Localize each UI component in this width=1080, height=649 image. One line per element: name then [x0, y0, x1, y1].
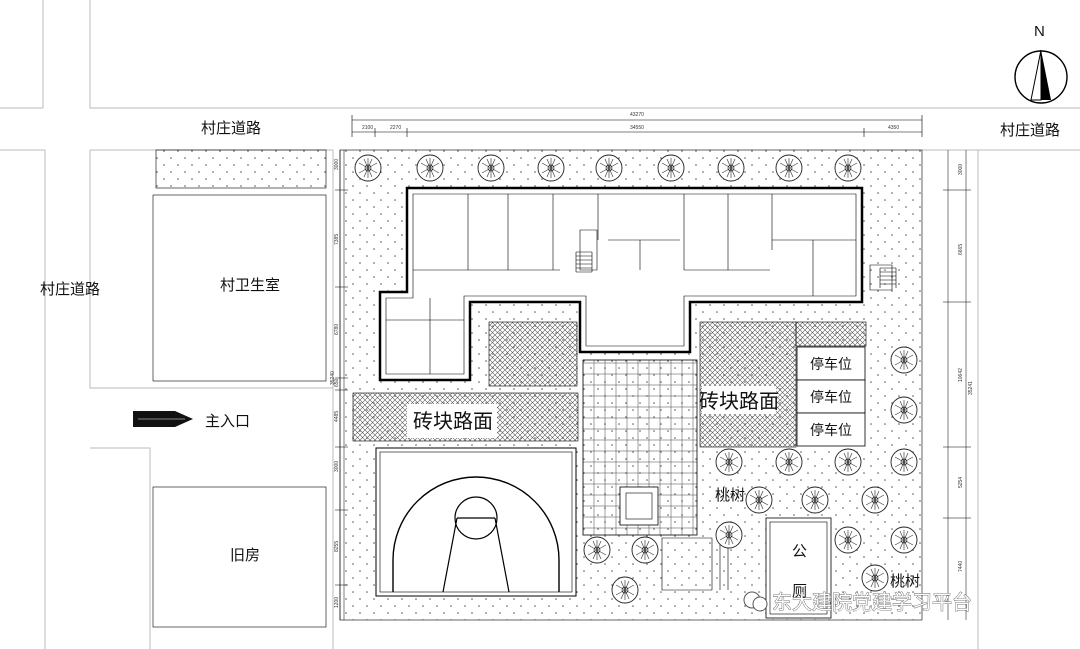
brick-paving-upper-left — [488, 321, 578, 387]
parking-slot-2 — [796, 379, 866, 414]
tree — [657, 154, 685, 182]
parking-slot-3 — [796, 412, 866, 447]
brick-paving-label-bg-2 — [702, 386, 776, 414]
brick-paving-label-west: 砖块路面 — [413, 410, 493, 433]
public-toilet-inner — [769, 521, 828, 615]
dim-right-1: 3000 — [958, 164, 964, 175]
tree — [775, 154, 803, 182]
old-house-building — [152, 486, 327, 628]
tree — [834, 526, 862, 554]
plaza-feature-inner — [625, 492, 653, 520]
clinic-label: 村卫生室 — [220, 277, 280, 294]
dimension-lines — [335, 115, 971, 620]
tree — [611, 576, 639, 604]
dim-segment-4: 4350 — [888, 125, 899, 131]
toilet-label-1: 公 — [792, 543, 807, 560]
stair-left — [575, 251, 593, 273]
peach-tree-label-2: 桃树 — [890, 573, 920, 590]
tree — [801, 486, 829, 514]
watermark-text: 东大建院党建学习平台 — [772, 591, 972, 614]
dim-right-3: 10642 — [958, 368, 964, 382]
brick-paving-east — [699, 321, 797, 448]
tree — [595, 154, 623, 182]
plaza-feature — [619, 486, 659, 526]
tree — [890, 448, 918, 476]
road-label-left: 村庄道路 — [40, 280, 100, 298]
tree — [745, 486, 773, 514]
dim-left-8: 1200 — [334, 597, 340, 608]
dim-segment-3: 34550 — [630, 125, 644, 131]
road-label-top-right: 村庄道路 — [1000, 121, 1060, 139]
dim-left-7: 8255 — [334, 541, 340, 552]
parking-label-3: 停车位 — [810, 422, 852, 438]
dim-left-5: 4485 — [334, 411, 340, 422]
tree — [834, 154, 862, 182]
brick-paving-east-strip — [795, 321, 867, 347]
tree — [537, 154, 565, 182]
dim-left-1: 3000 — [334, 159, 340, 170]
tree — [834, 448, 862, 476]
dim-segment-2: 2270 — [390, 125, 401, 131]
dim-right-total: 35241 — [968, 381, 974, 395]
watermark: 东大建院党建学习平台 — [743, 591, 972, 614]
tree — [890, 346, 918, 374]
tree — [477, 154, 505, 182]
dim-left-2: 7385 — [334, 234, 340, 245]
tree — [890, 526, 918, 554]
dim-total-width: 43270 — [630, 112, 644, 118]
dim-right-4: 5254 — [958, 477, 964, 488]
dim-left-6: 3000 — [334, 461, 340, 472]
public-toilet — [765, 517, 832, 619]
tree — [631, 536, 659, 564]
dim-left-4: 650 — [334, 378, 340, 387]
parking-label-1: 停车位 — [810, 356, 852, 372]
north-arrow — [1014, 49, 1068, 104]
tree — [717, 154, 745, 182]
tree — [354, 154, 382, 182]
parking-label-2: 停车位 — [810, 389, 852, 405]
main-entrance-label: 主入口 — [205, 413, 250, 430]
tree — [715, 448, 743, 476]
clinic-building — [152, 194, 327, 382]
dim-right-2: 6665 — [958, 244, 964, 255]
north-label: N — [1034, 23, 1045, 40]
tree — [861, 486, 889, 514]
tree — [775, 448, 803, 476]
brick-paving-label-east: 砖块路面 — [699, 390, 779, 413]
toilet-label-2: 厕 — [792, 583, 807, 600]
tree — [416, 154, 444, 182]
wechat-icon-2 — [752, 596, 768, 612]
tree — [890, 396, 918, 424]
road-label-top-left: 村庄道路 — [201, 119, 261, 137]
main-building — [378, 186, 893, 382]
dim-segment-1: 2100 — [362, 125, 373, 131]
old-house-label: 旧房 — [230, 547, 260, 564]
dim-left-3: 6780 — [334, 324, 340, 335]
tree — [861, 564, 889, 592]
tree — [715, 521, 743, 549]
tree — [583, 536, 611, 564]
dim-left-total: 35240 — [330, 371, 336, 385]
dim-right-5: 7440 — [958, 561, 964, 572]
brick-paving-label-bg — [407, 404, 497, 438]
north-landscape-strip — [155, 149, 327, 189]
stair-right — [879, 267, 897, 288]
peach-tree-label-1: 桃树 — [715, 487, 745, 504]
basketball-court — [375, 447, 577, 597]
